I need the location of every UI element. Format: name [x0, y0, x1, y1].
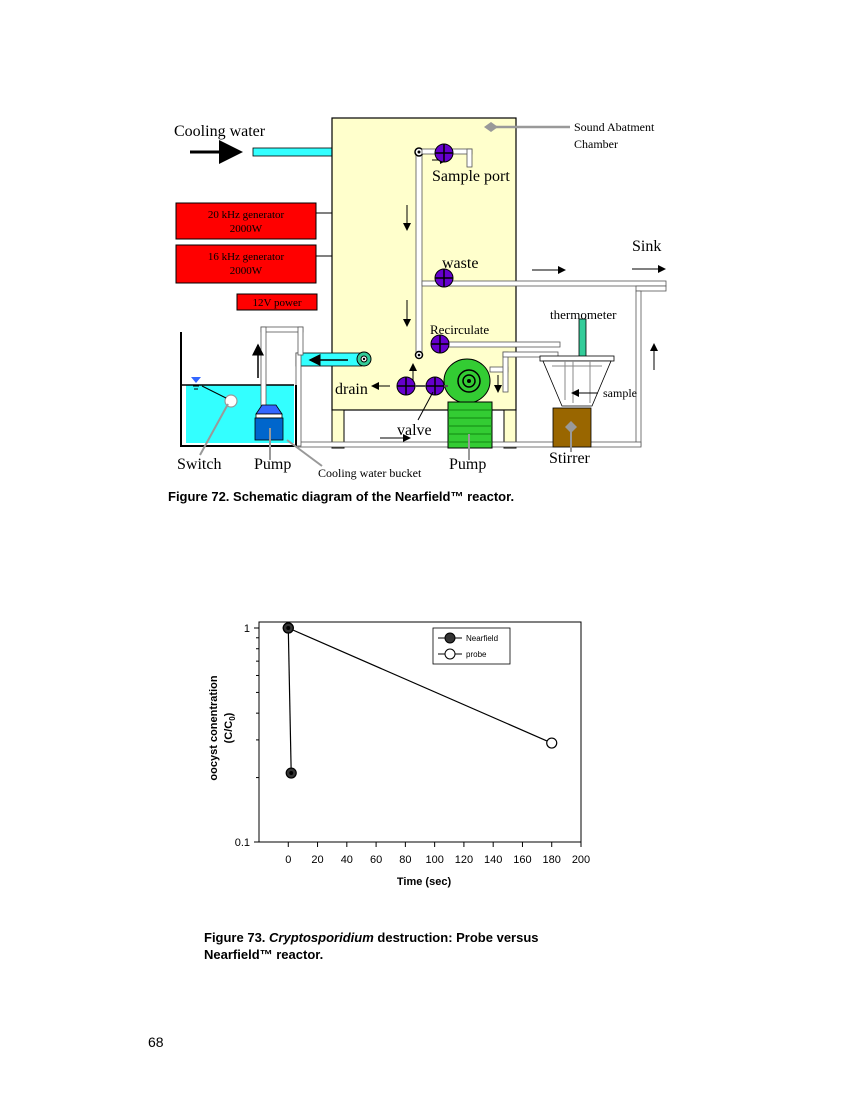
recirculate-valve — [430, 334, 450, 354]
generator-20khz-power: 2000W — [230, 223, 263, 235]
series-line-probe — [288, 627, 552, 744]
stirrer-label: Stirrer — [549, 450, 591, 467]
legend-marker-probe — [444, 648, 456, 660]
figure-73-caption-line2: Nearfield™ reactor. — [204, 947, 324, 962]
generator-16khz — [175, 244, 317, 284]
x-tick-label: 0 — [285, 854, 291, 866]
waste-valve — [434, 268, 454, 288]
figure-72-caption: Figure 72. Schematic diagram of the Near… — [168, 489, 515, 504]
data-point-nearfield — [282, 622, 294, 634]
data-point-nearfield — [285, 767, 297, 779]
chamber-label: Chamber — [574, 137, 618, 151]
sample-beaker — [539, 355, 615, 407]
x-tick-label: 20 — [311, 854, 323, 866]
x-axis-label: Time (sec) — [397, 876, 452, 888]
chart-legend: Nearfield probe — [432, 627, 511, 665]
x-tick-label: 160 — [513, 854, 531, 866]
figure-73-caption-rest: destruction: Probe versus — [377, 930, 539, 945]
y-axis-label: oocyst conentration — [208, 675, 220, 780]
x-tick-label: 120 — [455, 854, 473, 866]
center-pump-label: Pump — [449, 456, 486, 473]
x-tick-label: 80 — [399, 854, 411, 866]
x-tick-label: 200 — [572, 854, 590, 866]
data-point-probe — [546, 737, 558, 749]
waste-pipe — [421, 280, 667, 287]
figure-73-caption: Figure 73. Cryptosporidium destruction: … — [204, 929, 539, 963]
generator-20khz-label: 20 kHz generator — [208, 209, 285, 221]
waste-label: waste — [442, 255, 478, 272]
x-tick-label: 140 — [484, 854, 502, 866]
chamber-leg-right — [503, 409, 517, 449]
thermometer-label: thermometer — [550, 307, 617, 322]
generator-16khz-power: 2000W — [230, 265, 263, 277]
valve-label: valve — [397, 422, 432, 439]
switch-label: Switch — [177, 456, 221, 473]
generator-20khz — [175, 202, 317, 240]
drain-label: drain — [335, 381, 368, 398]
sample-port-valve — [434, 143, 454, 163]
x-tick-label: 180 — [543, 854, 561, 866]
power-supply-label: 12V power — [253, 297, 302, 309]
y-tick-label: 0.1 — [235, 837, 250, 849]
page-number: 68 — [148, 1034, 164, 1050]
reactor-schematic: Cooling water Sound Abatment Chamber 20 … — [174, 117, 667, 480]
internal-pipe — [415, 151, 423, 357]
legend-label-nearfield: Nearfield — [466, 634, 498, 643]
drain-valve — [396, 376, 416, 396]
power-supply-12v — [236, 293, 318, 311]
series-line-nearfield — [287, 627, 292, 774]
valve — [425, 376, 445, 396]
sound-abatment-label: Sound Abatment — [574, 120, 655, 134]
recirculate-label: Recirculate — [430, 322, 489, 337]
x-tick-label: 100 — [425, 854, 443, 866]
x-tick-label: 60 — [370, 854, 382, 866]
chamber-leg-left — [331, 409, 345, 449]
destruction-chart: 0.1 1 0 20 40 60 80 100 120 140 160 180 200 Time (s… — [208, 621, 590, 888]
y-tick-label: 1 — [244, 623, 250, 635]
sample-port-label: Sample port — [432, 168, 510, 185]
return-pipe-right — [635, 290, 642, 447]
cooling-bucket-label: Cooling water bucket — [318, 466, 422, 480]
y-axis-sublabel: (C/C0) — [223, 712, 237, 743]
plot-area — [258, 621, 582, 843]
cooling-water-label: Cooling water — [174, 123, 266, 140]
figure-73-caption-italic: Cryptosporidium — [269, 930, 374, 945]
sink-label: Sink — [632, 238, 661, 255]
left-pump-label: Pump — [254, 456, 291, 473]
legend-marker-nearfield — [444, 632, 456, 644]
figure-73-caption-prefix: Figure 73. — [204, 930, 266, 945]
x-tick-label: 40 — [341, 854, 353, 866]
sample-label: sample — [603, 386, 637, 400]
generator-16khz-label: 16 kHz generator — [208, 251, 285, 263]
legend-label-probe: probe — [466, 650, 487, 659]
